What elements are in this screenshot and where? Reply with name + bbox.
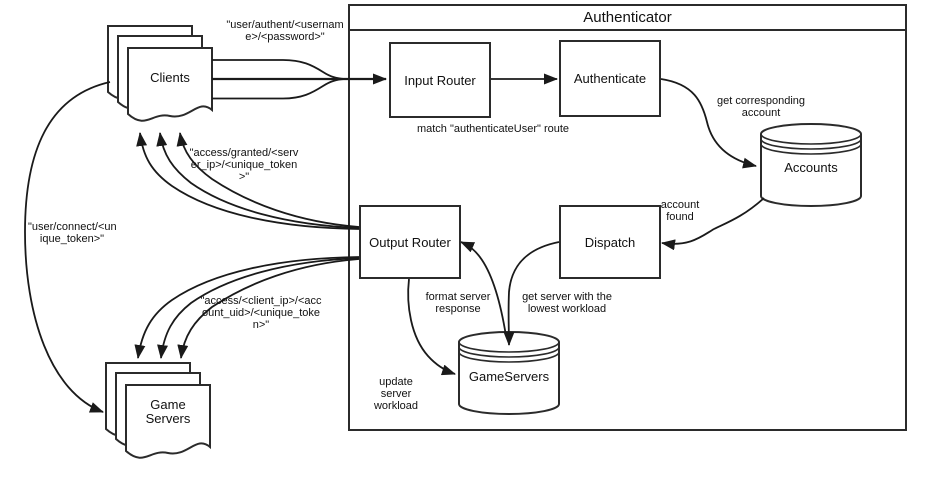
edge-output-clients-1	[136, 132, 360, 230]
edge-output-router-gameservers	[407, 278, 456, 376]
game-servers-label: Game Servers	[145, 397, 191, 426]
label-access-client: "access/<client_ip>/<acc ount_uid>/<uniq…	[200, 295, 322, 331]
authenticator-container: Authenticator	[348, 4, 907, 431]
accounts-label: Accounts	[784, 160, 838, 175]
dispatch-label: Dispatch	[584, 234, 636, 250]
label-user-authent: "user/authent/<usernam e>/<password>"	[226, 19, 344, 43]
output-router-label: Output Router	[369, 234, 451, 250]
input-router-box: Input Router	[389, 42, 491, 118]
input-router-label: Input Router	[404, 72, 476, 88]
edge-output-gameservers-2	[157, 257, 360, 359]
edge-accounts-dispatch	[661, 197, 765, 251]
edge-clients-input-top	[212, 59, 346, 80]
label-get-server: get server with the lowest workload	[522, 291, 612, 315]
accounts-cylinder-shape	[760, 123, 862, 207]
edge-clients-input-bottom	[212, 78, 346, 100]
label-format-response: format server response	[425, 291, 491, 315]
game-servers-stack-shape	[105, 362, 211, 459]
label-match-route: match "authenticateUser" route	[416, 123, 570, 135]
output-router-box: Output Router	[359, 205, 461, 279]
authenticate-box: Authenticate	[559, 40, 661, 117]
edge-output-gameservers-3	[177, 258, 360, 359]
edge-dispatch-gameservers	[503, 241, 560, 346]
label-update-workload: update server workload	[373, 376, 419, 412]
dispatch-box: Dispatch	[559, 205, 661, 279]
label-get-account: get corresponding account	[716, 95, 806, 119]
clients-label: Clients	[150, 70, 190, 85]
authenticator-title: Authenticator	[350, 6, 905, 31]
gameservers-db-label: GameServers	[468, 369, 550, 384]
edge-authenticate-accounts	[660, 78, 757, 169]
authenticate-label: Authenticate	[573, 71, 647, 86]
label-access-granted: "access/granted/<serv er_ip>/<unique_tok…	[189, 147, 299, 183]
label-user-connect: "user/connect/<un ique_token>"	[28, 221, 117, 245]
edge-output-clients-3	[176, 132, 360, 228]
clients-stack-shape	[107, 25, 213, 122]
gameservers-cylinder-shape	[458, 331, 560, 415]
edge-output-clients-2	[156, 132, 360, 229]
label-account-found: account found	[660, 199, 700, 223]
edge-gameservers-output-router	[460, 241, 507, 337]
edge-output-gameservers-1	[134, 256, 360, 359]
edge-clients-game-servers-connect	[24, 81, 111, 413]
